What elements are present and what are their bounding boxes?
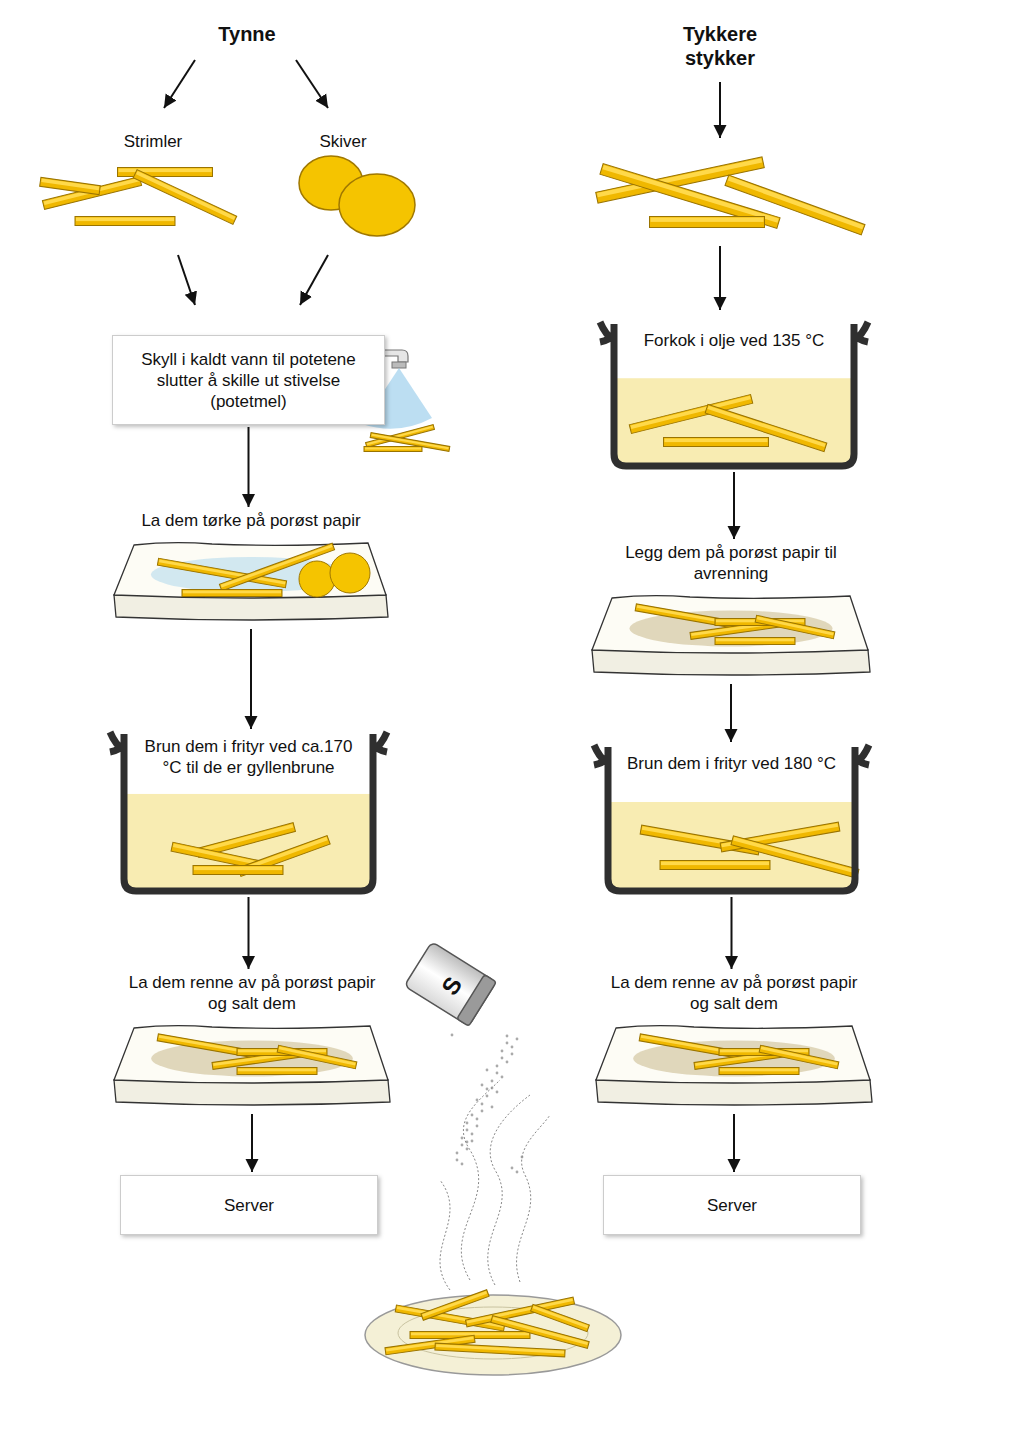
fry (237, 1068, 317, 1075)
fryer-pot: Brun dem i frityr ved 180 °C (590, 745, 873, 895)
potato-slices (299, 156, 415, 236)
fry (421, 1290, 489, 1321)
process-box: Skyll i kaldt vann til potetene slutter … (112, 335, 385, 425)
fry (531, 1304, 590, 1331)
step-text: La dem renne av på porøst papir og salt … (604, 972, 864, 1014)
flow-arrow (733, 1114, 735, 1172)
fry (731, 836, 859, 878)
fry (715, 638, 795, 645)
paper-step: La dem tørke på porøst papir (112, 510, 390, 627)
thick-potato-pieces (596, 157, 865, 235)
step-text: La dem renne av på porøst papir og salt … (122, 972, 382, 1014)
flow-arrow (248, 897, 250, 969)
flow-arrow (250, 629, 252, 729)
fry (435, 1343, 565, 1357)
fry (40, 177, 101, 194)
step-text: La dem tørke på porøst papir (122, 510, 380, 531)
fry (660, 861, 770, 870)
flow-arrow (733, 472, 735, 539)
fry (719, 1068, 799, 1075)
fry (277, 1045, 357, 1068)
fry (465, 1297, 574, 1327)
flow-arrow (251, 1114, 253, 1172)
fry (193, 866, 283, 875)
fry (650, 217, 765, 228)
flow-arrow (730, 684, 732, 742)
paper-step: Legg dem på porøst papir til avrenning (590, 542, 872, 682)
paper-step: La dem renne av på porøst papir og salt … (112, 972, 392, 1112)
fry (664, 438, 769, 447)
step-text: Forkok i olje ved 135 °C (630, 330, 838, 351)
steam (440, 1080, 550, 1290)
paper-sheet (112, 972, 392, 1112)
fryer-pot: Brun dem i frityr ved ca.170 °C til de e… (106, 732, 391, 895)
pot-outline (106, 732, 391, 895)
fry (364, 447, 422, 452)
rinsed-strips (364, 425, 450, 452)
column-heading: Tynne (187, 22, 307, 46)
fry (755, 615, 835, 638)
fryer-pot: Forkok i olje ved 135 °C (596, 322, 872, 470)
step-text: Legg dem på porøst papir til avrenning (600, 542, 862, 584)
paper-sheet (590, 542, 872, 682)
plate (365, 1295, 621, 1375)
step-text: Brun dem i frityr ved 180 °C (624, 753, 839, 774)
fry (182, 590, 282, 597)
plated-fries (385, 1290, 589, 1357)
salt-grains (451, 1034, 524, 1174)
cut-label: Skiver (293, 131, 393, 152)
step-text: Server (616, 1195, 848, 1216)
process-box: Server (120, 1175, 378, 1235)
process-box: Server (603, 1175, 861, 1235)
shaker-letter: S (432, 966, 472, 1006)
paper-sheet (594, 972, 874, 1112)
fry (118, 168, 213, 177)
fry (75, 217, 175, 226)
potato-strips (40, 168, 237, 226)
cut-label: Strimler (103, 131, 203, 152)
column-heading: Tykkere stykker (665, 22, 775, 70)
flow-arrow (248, 427, 250, 507)
salt-shaker (404, 942, 496, 1026)
step-text: Server (133, 1195, 365, 1216)
paper-step: La dem renne av på porøst papir og salt … (594, 972, 874, 1112)
flow-arrow (731, 897, 733, 969)
fry (759, 1045, 839, 1068)
step-text: Brun dem i frityr ved ca.170 °C til de e… (140, 736, 357, 778)
step-text: Skyll i kaldt vann til potetene slutter … (125, 349, 372, 412)
